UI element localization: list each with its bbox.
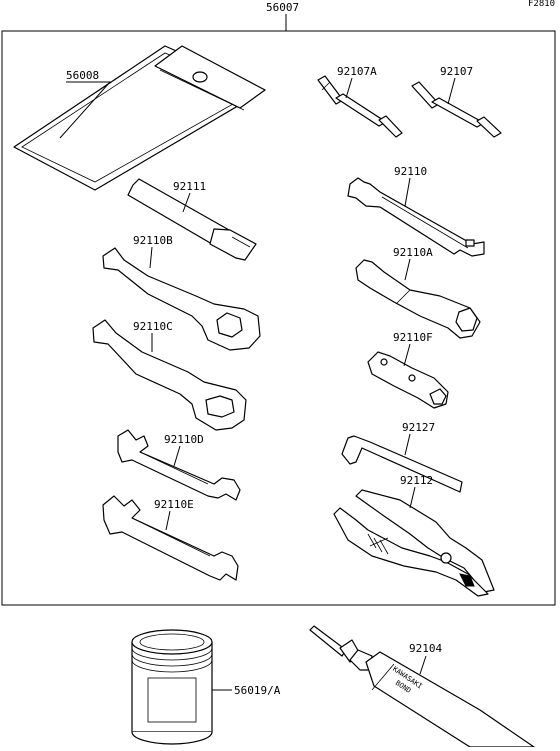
screwdriver-92107a [317, 75, 403, 138]
socket-92110a [355, 259, 481, 339]
leader-screwdriver [447, 77, 456, 105]
leader-pliers [409, 486, 416, 509]
label-pouch: 56008 [66, 69, 99, 82]
spanner-92110 [347, 177, 485, 257]
screwdriver-92107 [411, 81, 502, 138]
label-open-wrench-d: 92110D [164, 433, 204, 446]
leader-pouch [59, 81, 112, 139]
label-open-wrench-e: 92110E [154, 498, 194, 511]
label-screwdriver: 92107 [440, 65, 473, 78]
label-socket-f: 92110F [393, 331, 433, 344]
hex-key-92127 [341, 435, 463, 493]
leader-bond-tube [419, 655, 427, 675]
ring-wrench-92110b [102, 247, 261, 351]
label-kit: 56007 [266, 1, 299, 14]
leader-spanner-92110 [404, 177, 411, 207]
tool-bar-92111 [127, 178, 257, 261]
leader-socket-a [404, 258, 411, 281]
label-ring-wrench-b: 92110B [133, 234, 173, 247]
label-spanner-92110: 92110 [394, 165, 427, 178]
tool-pouch [13, 45, 266, 191]
label-bond-tube: 92104 [409, 642, 442, 655]
label-screwdriver-a: 92107A [337, 65, 377, 78]
ring-wrench-92110c [92, 319, 247, 431]
leader-ring-wrench-b [149, 246, 153, 269]
leader-screwdriver-a [345, 77, 353, 99]
kit-frame [1, 30, 556, 606]
bond-tube-92104: KAWASAKI BOND [309, 625, 535, 748]
figure-code: F2810 [528, 0, 555, 9]
label-bar-92111: 92111 [173, 180, 206, 193]
leader-open-wrench-d [173, 445, 181, 467]
leader-bar-92111 [182, 192, 191, 213]
leader-open-wrench-e [165, 510, 171, 531]
socket-92110f [367, 351, 449, 409]
label-can: 56019/A [234, 684, 281, 697]
open-wrench-92110d [117, 429, 241, 501]
leader-hex-key [404, 433, 411, 456]
leader-socket-f [403, 343, 411, 367]
open-wrench-92110e [102, 495, 239, 581]
label-hex-key: 92127 [402, 421, 435, 434]
label-socket-a: 92110A [393, 246, 433, 259]
label-ring-wrench-c: 92110C [133, 320, 173, 333]
pliers-92112 [333, 489, 495, 597]
can-56019a [131, 629, 213, 745]
label-pliers: 92112 [400, 474, 433, 487]
